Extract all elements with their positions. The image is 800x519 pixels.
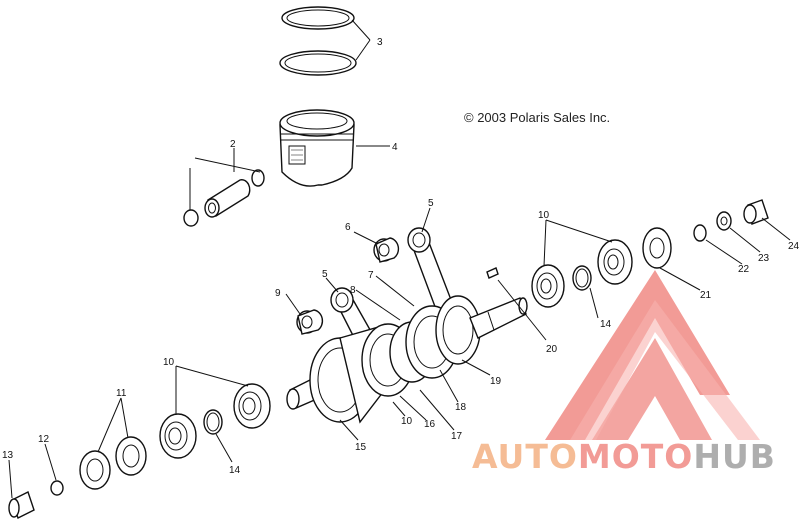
callout-20: 20 bbox=[546, 344, 558, 355]
callout-4: 4 bbox=[392, 142, 398, 153]
callout-8: 8 bbox=[350, 285, 356, 296]
callout-13: 13 bbox=[2, 450, 14, 461]
callout-15: 15 bbox=[355, 442, 367, 453]
callout-10-front: 10 bbox=[163, 357, 175, 368]
callout-5-front: 5 bbox=[322, 269, 328, 280]
needle-bearing-9 bbox=[296, 309, 324, 335]
main-bearing-front-inner bbox=[233, 383, 271, 429]
sleeve-13 bbox=[8, 491, 35, 519]
callout-24: 24 bbox=[788, 241, 800, 252]
seal-21 bbox=[642, 227, 672, 269]
svg-text:AUTOMOTOHUB: AUTOMOTOHUB bbox=[472, 437, 776, 476]
callout-5-rear: 5 bbox=[428, 198, 434, 209]
snap-ring-12 bbox=[50, 480, 64, 496]
piston bbox=[279, 109, 355, 187]
main-bearing-front-outer bbox=[159, 413, 197, 459]
watermark-word-moto: MOTO bbox=[578, 437, 693, 476]
watermark-word-hub: HUB bbox=[693, 437, 776, 476]
callouts: 3 4 2 6 5 5 7 8 9 10 10 10 11 12 13 14 1… bbox=[2, 37, 800, 476]
main-bearing-rear-inner bbox=[531, 264, 565, 308]
callout-14-rear: 14 bbox=[600, 319, 612, 330]
callout-21: 21 bbox=[700, 290, 712, 301]
callout-11: 11 bbox=[116, 388, 127, 399]
wrist-pin bbox=[183, 169, 265, 227]
callout-23: 23 bbox=[758, 253, 770, 264]
main-bearing-rear-outer bbox=[597, 239, 633, 285]
callout-16: 16 bbox=[424, 419, 436, 430]
piston-rings bbox=[279, 6, 357, 76]
callout-22: 22 bbox=[738, 264, 750, 275]
callout-12: 12 bbox=[38, 434, 50, 445]
callout-14-front: 14 bbox=[229, 465, 241, 476]
callout-3: 3 bbox=[377, 37, 383, 48]
watermark-word-auto: AUTO bbox=[472, 437, 578, 476]
callout-17: 17 bbox=[451, 431, 463, 442]
callout-2: 2 bbox=[230, 139, 236, 150]
oring-14-front bbox=[203, 409, 223, 435]
seal-11 bbox=[79, 436, 147, 490]
key-20 bbox=[486, 267, 499, 279]
callout-18: 18 bbox=[455, 402, 467, 413]
copyright-notice: © 2003 Polaris Sales Inc. bbox=[464, 110, 610, 125]
callout-19: 19 bbox=[490, 376, 502, 387]
oring-14-rear bbox=[572, 265, 592, 291]
needle-bearing-6 bbox=[373, 237, 400, 263]
nut-23 bbox=[716, 211, 732, 231]
washer-22 bbox=[693, 224, 707, 242]
callout-10-rear: 10 bbox=[538, 210, 550, 221]
automotohub-watermark: AUTOMOTOHUB bbox=[472, 270, 776, 476]
watermark-logo-mark bbox=[545, 270, 760, 440]
callout-10-center: 10 bbox=[401, 416, 413, 427]
callout-6: 6 bbox=[345, 222, 351, 233]
callout-7: 7 bbox=[368, 270, 374, 281]
callout-9: 9 bbox=[275, 288, 281, 299]
leader-lines bbox=[8, 19, 791, 499]
crankshaft bbox=[286, 295, 528, 424]
cap-24 bbox=[743, 199, 769, 225]
